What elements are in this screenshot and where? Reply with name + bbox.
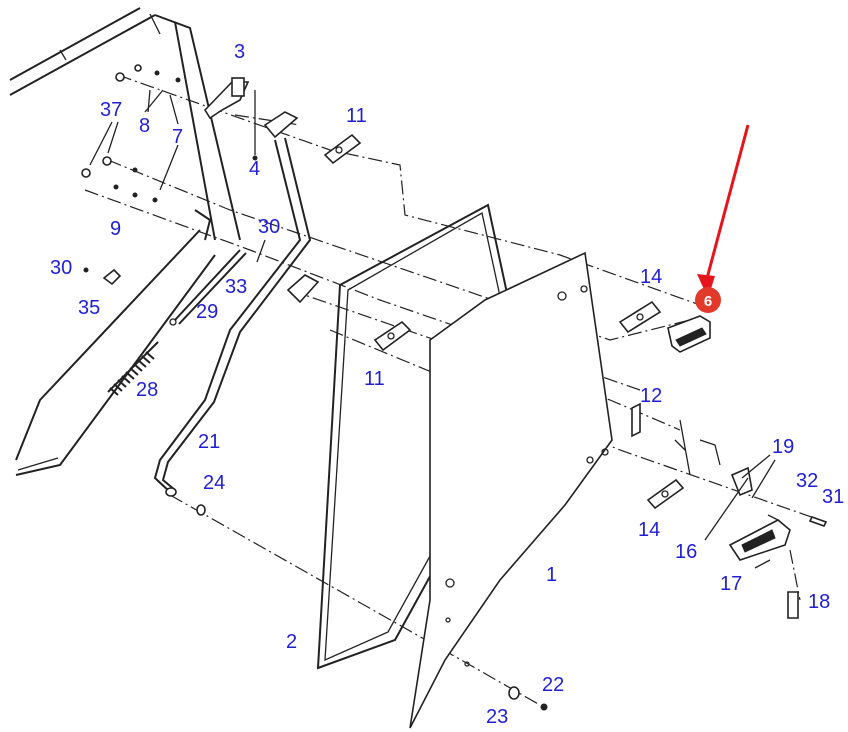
callout-11-top: 11 — [346, 105, 367, 127]
callout-30-right: 30 — [258, 216, 280, 238]
handle-rod — [153, 137, 312, 497]
callout-1: 1 — [546, 564, 557, 586]
callout-28: 28 — [136, 379, 158, 401]
ball-socket — [83, 267, 122, 286]
callout-18: 18 — [808, 591, 830, 613]
callout-17: 17 — [720, 573, 742, 595]
bracket — [203, 77, 258, 161]
callout-8: 8 — [139, 115, 150, 137]
callout-11-bottom: 11 — [364, 368, 385, 390]
callout-24: 24 — [203, 472, 225, 494]
cab-frame — [9, 7, 241, 476]
gas-strut — [169, 249, 247, 326]
bottom-fasteners — [196, 504, 548, 711]
callout-14-bottom: 14 — [638, 519, 660, 541]
door-glass — [409, 251, 613, 729]
callout-7: 7 — [172, 126, 183, 148]
callout-16: 16 — [675, 541, 697, 563]
callout-4: 4 — [249, 158, 260, 180]
callout-29: 29 — [196, 301, 218, 323]
highlight-badge: 6 — [695, 287, 721, 313]
callout-19: 19 — [772, 436, 794, 458]
callout-33: 33 — [225, 276, 247, 298]
callout-37: 37 — [100, 99, 122, 121]
callout-14-top: 14 — [640, 266, 662, 288]
callout-23: 23 — [486, 706, 508, 728]
callout-35: 35 — [78, 297, 100, 319]
callout-9: 9 — [110, 218, 121, 240]
callouts: 3 37 8 7 11 4 9 30 30 33 14 35 29 11 28 … — [50, 41, 844, 728]
spring — [107, 341, 159, 396]
callout-22: 22 — [542, 674, 564, 696]
callout-30-left: 30 — [50, 257, 72, 279]
latch-hardware — [631, 315, 828, 619]
callout-21: 21 — [198, 431, 220, 453]
fasteners — [81, 64, 181, 203]
hinge-plates — [263, 111, 685, 510]
callout-32: 32 — [796, 470, 818, 492]
callout-2: 2 — [286, 631, 297, 653]
leader-lines — [256, 239, 776, 569]
callout-31: 31 — [822, 486, 844, 508]
callout-12: 12 — [640, 385, 662, 407]
highlight-arrow — [697, 124, 750, 298]
badge-label: 6 — [704, 293, 712, 310]
callout-3: 3 — [234, 41, 245, 63]
